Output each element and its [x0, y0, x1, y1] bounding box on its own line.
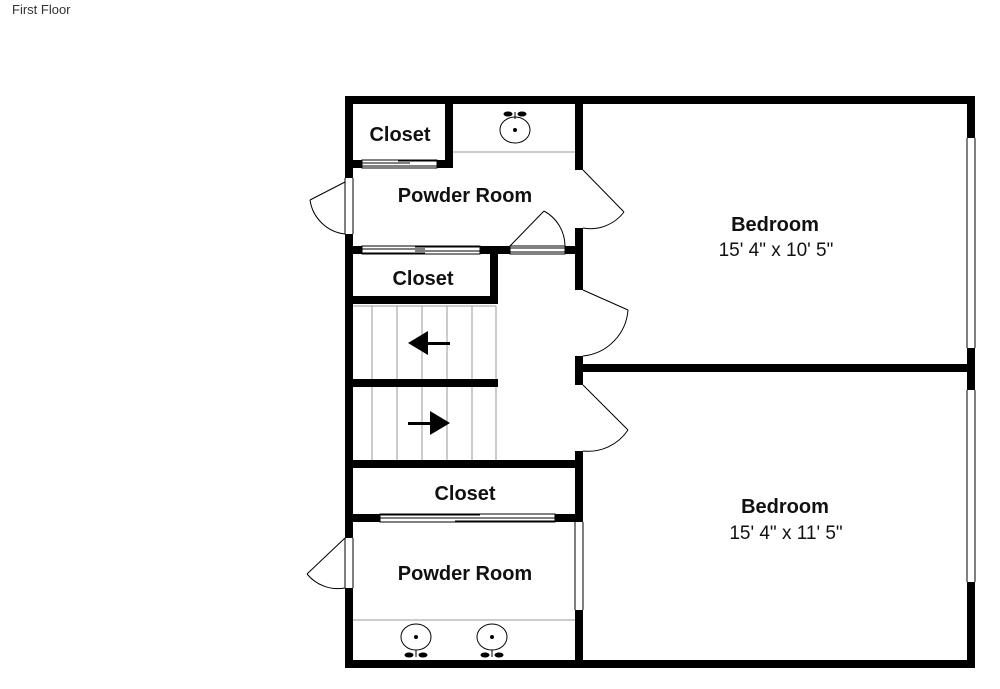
closet-low-label: Closet [434, 483, 495, 505]
right-arrow-icon [408, 411, 450, 435]
bedroom-bottom-size: 15' 4" x 11' 5" [729, 523, 842, 544]
vanities [353, 151, 575, 621]
bedroom-top-size: 15' 4" x 10' 5" [719, 240, 834, 261]
bedroom-divider-wall [575, 364, 975, 372]
sliding-door-closet-low [379, 513, 556, 523]
stair-mid-wall [345, 379, 498, 387]
powder-room-top-label: Powder Room [398, 185, 532, 207]
closet-low-bottom-wall-right [555, 514, 583, 522]
door-bedroom-top-1 [582, 169, 625, 230]
sink-icon [400, 623, 432, 658]
closet-mid-label: Closet [392, 268, 453, 290]
closet-mid-right-wall [490, 246, 498, 302]
closet-top-label: Closet [369, 124, 430, 146]
doors [306, 159, 629, 590]
door-bedroom-bottom [582, 384, 629, 452]
door-left-bottom [306, 537, 346, 590]
sliding-door-closet-mid [361, 245, 481, 255]
door-powder-top [509, 210, 566, 255]
closet-low-top-wall [345, 460, 583, 468]
sliding-door-closet-top [361, 159, 438, 169]
outer-wall-right [967, 96, 975, 668]
sink-icon [476, 623, 508, 658]
outer-wall-bottom [345, 660, 975, 668]
closet-top-right-wall [445, 96, 453, 166]
left-arrow-icon [408, 331, 450, 355]
powder-room-bottom-label: Powder Room [398, 563, 532, 585]
outer-wall-top [345, 96, 975, 104]
bedroom-top-label: Bedroom [731, 214, 819, 236]
closet-mid-bottom-wall [345, 296, 498, 304]
closet-low-bottom-wall-left [345, 514, 380, 522]
door-left-top [309, 181, 346, 235]
closet-low-right-wall [575, 460, 583, 522]
sink-icon [499, 111, 531, 144]
bedroom-bottom-label: Bedroom [741, 496, 829, 518]
door-bedroom-top-2 [582, 289, 629, 357]
powder-top-bottom-wall-right [565, 246, 583, 254]
wall-openings [345, 138, 975, 610]
divider-wall-vertical [575, 96, 583, 668]
windows [344, 138, 976, 610]
page-title: First Floor [12, 2, 71, 17]
sinks [400, 111, 531, 658]
